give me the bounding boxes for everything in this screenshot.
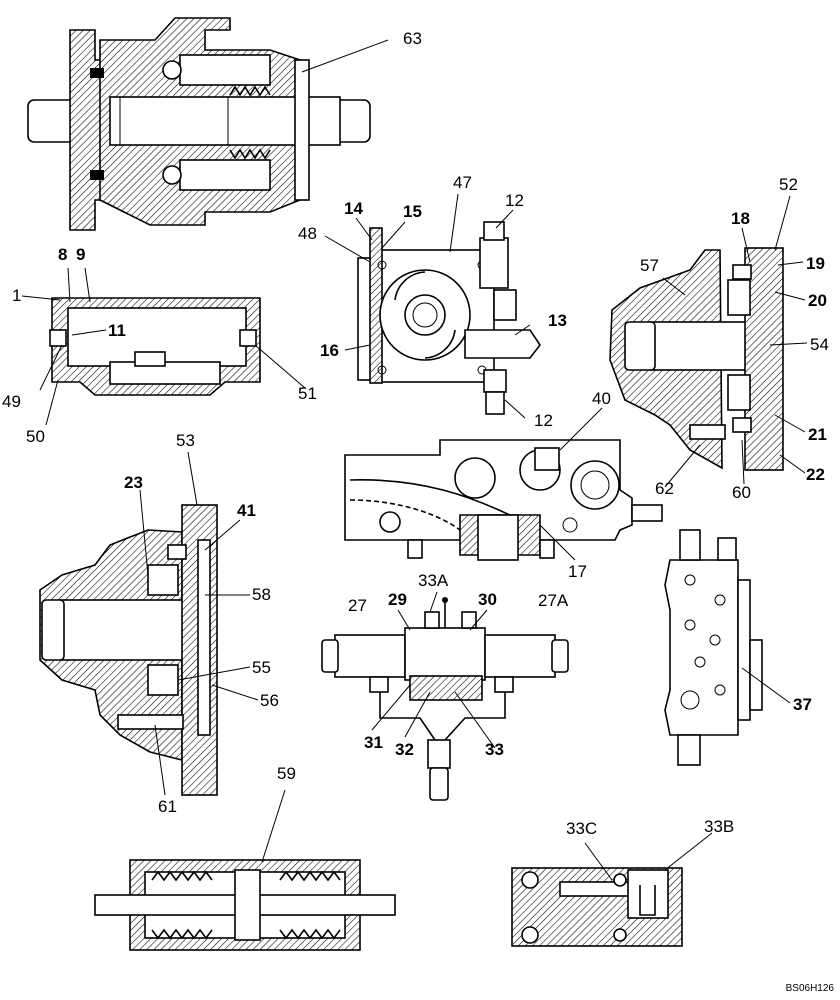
callout-1: 1 <box>12 286 22 305</box>
figure-code: BS06H126 <box>785 983 834 994</box>
manifold-valve-block <box>344 407 663 561</box>
callout-33a: 33A <box>418 571 449 590</box>
callout-27a: 27A <box>538 591 569 610</box>
callout-20: 20 <box>808 291 827 310</box>
callout-60: 60 <box>732 483 751 502</box>
callout-53: 53 <box>176 431 195 450</box>
callout-30: 30 <box>478 590 497 609</box>
callout-32: 32 <box>395 740 414 759</box>
callout-21: 21 <box>808 425 827 444</box>
callout-41: 41 <box>237 501 256 520</box>
solenoid-valve-assembly <box>321 591 569 801</box>
valve-stack <box>664 529 791 766</box>
callout-12-top: 12 <box>505 191 524 210</box>
callout-59: 59 <box>277 764 296 783</box>
callout-19: 19 <box>806 254 825 273</box>
callout-15: 15 <box>403 202 422 221</box>
callout-27: 27 <box>348 596 367 615</box>
callout-33c: 33C <box>566 819 598 838</box>
callout-48: 48 <box>298 224 317 243</box>
callout-12-bottom: 12 <box>534 411 553 430</box>
spring-cartridge <box>94 789 396 951</box>
valve-body-detail <box>511 832 713 947</box>
motor-housing-right <box>609 195 808 488</box>
callout-49: 49 <box>2 392 21 411</box>
callout-16: 16 <box>320 341 339 360</box>
callout-54: 54 <box>810 335 829 354</box>
callout-17: 17 <box>568 562 587 581</box>
callout-50: 50 <box>26 427 45 446</box>
callout-33b: 33B <box>704 817 735 836</box>
callout-13: 13 <box>548 311 567 330</box>
callout-57: 57 <box>640 256 659 275</box>
callout-52: 52 <box>779 175 798 194</box>
callout-33: 33 <box>485 740 504 759</box>
callout-62: 62 <box>655 479 674 498</box>
motor-housing-left <box>39 451 259 796</box>
callout-11: 11 <box>108 321 126 340</box>
callout-47: 47 <box>453 173 472 192</box>
callout-23: 23 <box>124 473 143 492</box>
callout-58: 58 <box>252 585 271 604</box>
callout-63: 63 <box>403 29 422 48</box>
callout-51: 51 <box>298 384 317 403</box>
callout-61: 61 <box>158 797 177 816</box>
callout-37: 37 <box>793 695 812 714</box>
callout-40: 40 <box>592 389 611 408</box>
callout-31: 31 <box>364 733 383 752</box>
callout-18: 18 <box>731 209 750 228</box>
piston-pump-assembly <box>27 17 389 231</box>
callout-9: 9 <box>76 245 86 264</box>
callout-56: 56 <box>260 691 279 710</box>
callout-55: 55 <box>252 658 271 677</box>
callout-29: 29 <box>388 590 407 609</box>
callout-22: 22 <box>806 465 825 484</box>
callout-8: 8 <box>58 245 68 264</box>
callout-14: 14 <box>344 199 363 218</box>
sleeve-housing <box>21 267 306 426</box>
end-cover-plate <box>324 193 541 419</box>
